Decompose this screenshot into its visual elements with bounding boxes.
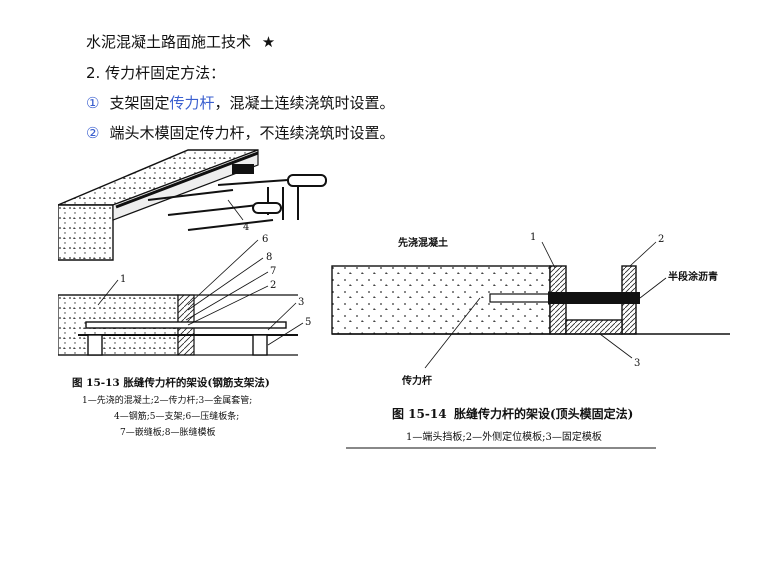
callout-5: 5 — [305, 317, 311, 328]
callout-6: 6 — [262, 234, 268, 245]
fig14-legend: 1—端头挡板;2—外侧定位模板;3—固定模板 — [406, 430, 602, 443]
figure-15-13-drawing: 1 4 6 8 7 2 3 5 图 15-13 胀缝传力杆的架设(钢筋支架法) … — [58, 149, 327, 438]
dowel-bars-perspective — [147, 164, 327, 231]
figure-15-13: 1 4 6 8 7 2 3 5 图 15-13 胀缝传力杆的架设(钢筋支架法) … — [58, 145, 338, 455]
callout-1: 1 — [120, 274, 126, 285]
method-item-2: ② 端头木模固定传力杆，不连续浇筑时设置。 — [86, 122, 394, 143]
callout-8: 8 — [266, 252, 272, 263]
title-text: 水泥混凝土路面施工技术 — [86, 33, 252, 51]
item2-text: 端头木模固定传力杆，不连续浇筑时设置。 — [109, 124, 395, 142]
callout-2: 2 — [270, 280, 276, 291]
item1-post: ，混凝土连续浇筑时设置。 — [214, 94, 395, 112]
fig14-caption-number: 图 15-14 — [392, 407, 447, 421]
fig13-legend-3: 7—嵌缝板;8—胀缝模板 — [120, 426, 216, 438]
item1-pre: 支架固定 — [109, 94, 170, 112]
callout-7: 7 — [270, 266, 276, 277]
figure-15-14-drawing: 先浇混凝土 传力杆 半段涂沥青 1 2 3 图 15-14 胀缝传力杆的架设(顶… — [331, 232, 730, 449]
callout-3: 3 — [634, 358, 640, 369]
label-concrete: 先浇混凝土 — [398, 236, 448, 249]
fig13-legend-2: 4—钢筋;5—支架;6—压缝板条; — [114, 410, 239, 422]
label-asphalt-coat: 半段涂沥青 — [668, 270, 718, 283]
callout-1: 1 — [530, 232, 536, 243]
slab-front — [58, 204, 114, 261]
fig13-legend-1: 1—先浇的混凝土;2—传力杆;3—金属套管; — [82, 394, 252, 406]
item1-highlight: 传力杆 — [169, 94, 215, 112]
section-heading: 2. 传力杆固定方法： — [86, 64, 226, 82]
callout-4: 4 — [243, 222, 249, 233]
doc-title: 水泥混凝土路面施工技术 ★ — [86, 31, 275, 52]
callout-2: 2 — [658, 234, 664, 245]
fixed-form — [565, 319, 623, 335]
dowel-bar-coated — [548, 292, 640, 304]
item-number-1: ① — [86, 94, 100, 112]
fig14-caption-text: 胀缝传力杆的架设(顶头模固定法) — [454, 406, 633, 421]
dowel-bar — [85, 321, 287, 329]
item-number-2: ② — [86, 124, 100, 142]
callout-3: 3 — [298, 297, 304, 308]
star-icon: ★ — [261, 33, 276, 51]
supports — [87, 334, 268, 356]
fig13-caption: 图 15-13 胀缝传力杆的架设(钢筋支架法) — [72, 376, 270, 389]
method-item-1: ① 支架固定传力杆，混凝土连续浇筑时设置。 — [86, 92, 395, 113]
label-dowel-bar: 传力杆 — [401, 374, 432, 387]
figure-15-14: 先浇混凝土 传力杆 半段涂沥青 1 2 3 图 15-14 胀缝传力杆的架设(顶… — [330, 228, 740, 453]
